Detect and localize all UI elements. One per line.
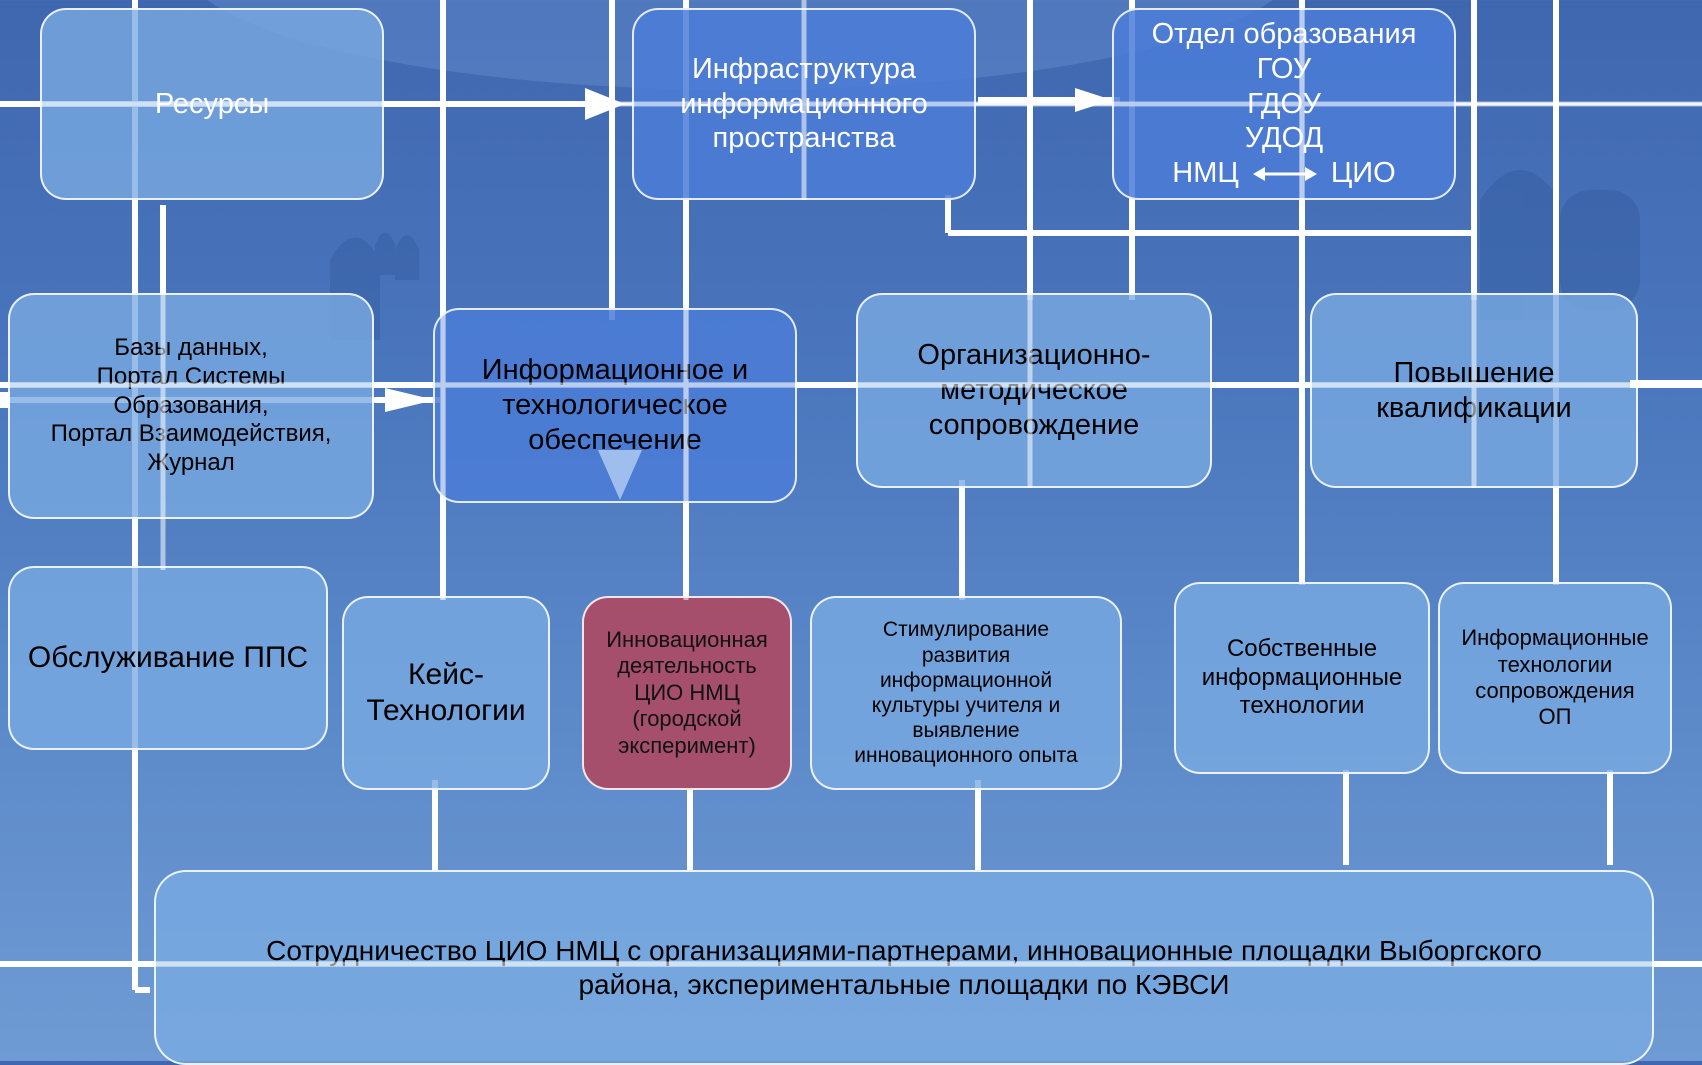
case-tech-label: Кейс- Технологии bbox=[366, 658, 526, 727]
department-cio: ЦИО bbox=[1330, 157, 1396, 190]
department-gou: ГОУ bbox=[1256, 52, 1312, 85]
stimulation-label: Стимулирование развития информационной к… bbox=[854, 618, 1078, 768]
info-tech-support-box: Информационное и технологическое обеспеч… bbox=[433, 308, 797, 503]
pps-service-label: Обслуживание ППС bbox=[27, 641, 309, 674]
qualification-label: Повышение квалификации bbox=[1376, 356, 1572, 424]
stimulation-box: Стимулирование развития информационной к… bbox=[810, 596, 1122, 790]
it-op-label: Информационные технологии сопровождения … bbox=[1461, 625, 1649, 730]
department-box: Отдел образования ГОУ ГДОУ УДОД НМЦ ЦИО bbox=[1112, 8, 1456, 200]
resources-label: Ресурсы bbox=[154, 87, 270, 120]
resources-box: Ресурсы bbox=[40, 8, 384, 200]
cooperation-label: Сотрудничество ЦИО НМЦ с организациями-п… bbox=[266, 934, 1542, 1000]
databases-box: Базы данных, Портал Системы Образования,… bbox=[8, 293, 374, 519]
cooperation-box: Сотрудничество ЦИО НМЦ с организациями-п… bbox=[154, 870, 1654, 1065]
org-method-support-label: Организационно- методическое сопровожден… bbox=[917, 339, 1151, 441]
department-gdou: ГДОУ bbox=[1247, 87, 1321, 120]
double-arrow-icon bbox=[1252, 166, 1317, 181]
it-op-box: Информационные технологии сопровождения … bbox=[1438, 582, 1672, 774]
own-it-label: Собственные информационные технологии bbox=[1201, 634, 1403, 720]
nmc-cio-row: НМЦ ЦИО bbox=[1172, 156, 1395, 191]
innovation-box: Инновационная деятельность ЦИО НМЦ (горо… bbox=[582, 596, 792, 790]
databases-label: Базы данных, Портал Системы Образования,… bbox=[50, 334, 332, 477]
department-nmc: НМЦ bbox=[1172, 157, 1239, 190]
org-method-support-box: Организационно- методическое сопровожден… bbox=[856, 293, 1212, 488]
case-tech-box: Кейс- Технологии bbox=[342, 596, 550, 790]
infrastructure-label: Инфраструктура информационного пространс… bbox=[680, 52, 928, 155]
department-udod: УДОД bbox=[1244, 122, 1324, 155]
innovation-label: Инновационная деятельность ЦИО НМЦ (горо… bbox=[606, 627, 768, 758]
info-tech-support-label: Информационное и технологическое обеспеч… bbox=[481, 354, 749, 456]
department-title: Отдел образования bbox=[1151, 18, 1417, 50]
own-it-box: Собственные информационные технологии bbox=[1174, 582, 1430, 774]
infrastructure-box: Инфраструктура информационного пространс… bbox=[632, 8, 976, 200]
pps-service-box: Обслуживание ППС bbox=[8, 566, 328, 750]
qualification-box: Повышение квалификации bbox=[1310, 293, 1638, 488]
